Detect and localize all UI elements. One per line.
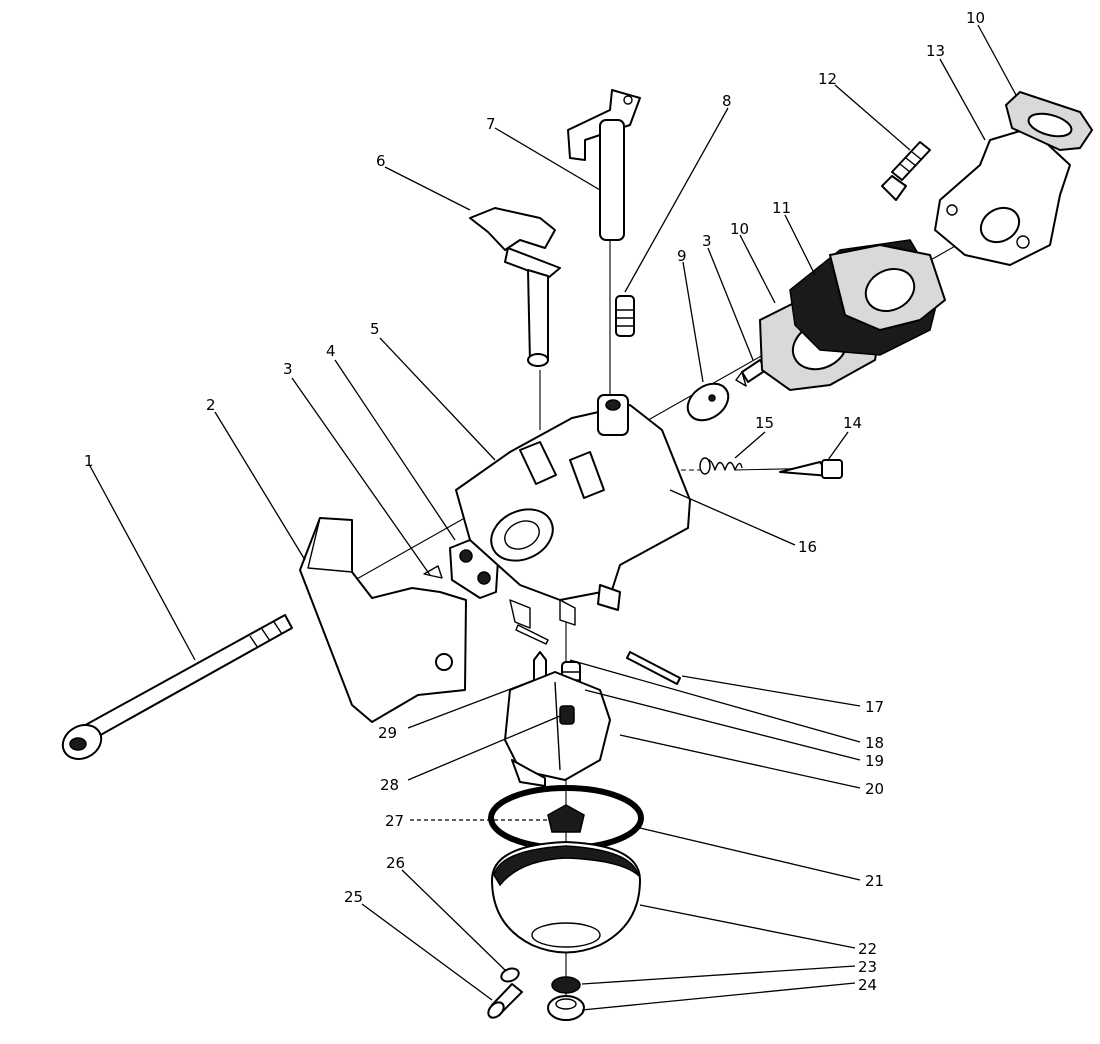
callout-26: 26 — [386, 854, 405, 872]
part-13-intake-elbow — [934, 127, 1071, 266]
part-2-bracket — [299, 517, 467, 723]
callout-4: 4 — [326, 342, 336, 360]
callout-5: 5 — [370, 320, 380, 338]
callout-28: 28 — [380, 776, 399, 794]
leader-7 — [494, 127, 601, 191]
callout-8: 8 — [722, 92, 732, 110]
leader-17 — [681, 675, 861, 707]
callout-24: 24 — [858, 976, 877, 994]
part-22-float-bowl — [491, 841, 641, 954]
callout-23: 23 — [858, 958, 877, 976]
leader-18 — [569, 659, 861, 743]
callout-6: 6 — [376, 152, 386, 170]
leader-14 — [827, 431, 849, 461]
part-5-carburetor-body — [455, 394, 691, 629]
leader-21 — [639, 827, 861, 881]
callout-27: 27 — [385, 812, 404, 830]
callout-3: 3 — [283, 360, 293, 378]
leader-5 — [379, 337, 496, 461]
callout-16: 16 — [798, 538, 817, 556]
callout-25: 25 — [344, 888, 363, 906]
callout-13: 13 — [926, 42, 945, 60]
callout-14: 14 — [843, 414, 862, 432]
leader-6 — [384, 166, 471, 211]
part-9-throttle-plate — [686, 382, 730, 422]
leader-26 — [401, 869, 506, 971]
callout-12: 12 — [818, 70, 837, 88]
part-28-main-jet — [559, 705, 575, 725]
callout-3-upper: 3 — [702, 232, 712, 250]
leader-10b — [977, 24, 1017, 96]
callout-10-upper: 10 — [966, 9, 985, 27]
leader-3b — [707, 247, 754, 361]
callout-7: 7 — [486, 115, 496, 133]
leader-3a — [291, 377, 431, 576]
part-11-insulator — [789, 239, 947, 356]
leader-28 — [407, 715, 561, 781]
part-14-mixture-screw — [779, 459, 843, 479]
leader-9 — [682, 261, 704, 383]
leader-1 — [89, 465, 196, 661]
callout-10: 10 — [730, 220, 749, 238]
part-25-26-drain-screw — [487, 967, 523, 1019]
part-27-nozzle — [547, 804, 585, 833]
leader-20 — [619, 734, 861, 789]
callout-29: 29 — [378, 724, 397, 742]
leader-4 — [334, 359, 456, 541]
part-6-choke-shaft — [469, 207, 561, 367]
part-20-float — [504, 671, 611, 787]
callout-9: 9 — [677, 247, 687, 265]
leader-29 — [407, 679, 535, 729]
leader-23 — [581, 965, 856, 985]
callout-18: 18 — [865, 734, 884, 752]
callout-21: 21 — [865, 872, 884, 890]
leader-2 — [214, 411, 306, 561]
leader-16 — [669, 489, 796, 546]
part-23-24-bowl-screw — [547, 976, 585, 1021]
callout-19: 19 — [865, 752, 884, 770]
leader-lines — [89, 24, 1017, 1011]
leader-19 — [584, 689, 861, 761]
callout-1: 1 — [84, 452, 94, 470]
callout-labels: 1 2 3 4 5 6 7 8 9 3 10 11 12 13 10 14 15… — [84, 9, 985, 994]
callout-22: 22 — [858, 940, 877, 958]
part-15-spring — [699, 457, 743, 475]
leader-10a — [739, 234, 776, 304]
part-12-bolt — [881, 141, 931, 201]
part-1-bolt — [61, 614, 293, 760]
callout-15: 15 — [755, 414, 774, 432]
callout-11: 11 — [772, 199, 791, 217]
leader-25 — [361, 903, 493, 1001]
leader-22 — [639, 904, 856, 949]
part-10-upper-gasket — [1004, 90, 1094, 152]
callout-20: 20 — [865, 780, 884, 798]
leader-12 — [834, 84, 911, 151]
leader-24 — [581, 982, 856, 1011]
leader-8 — [624, 107, 729, 293]
callout-2: 2 — [206, 396, 216, 414]
callout-17: 17 — [865, 698, 884, 716]
part-7-throttle-shaft — [567, 89, 641, 241]
leader-13 — [939, 58, 986, 141]
part-8-screw — [615, 295, 635, 337]
leader-11 — [784, 214, 816, 276]
leader-15 — [734, 431, 766, 459]
part-17-pin — [626, 651, 681, 685]
